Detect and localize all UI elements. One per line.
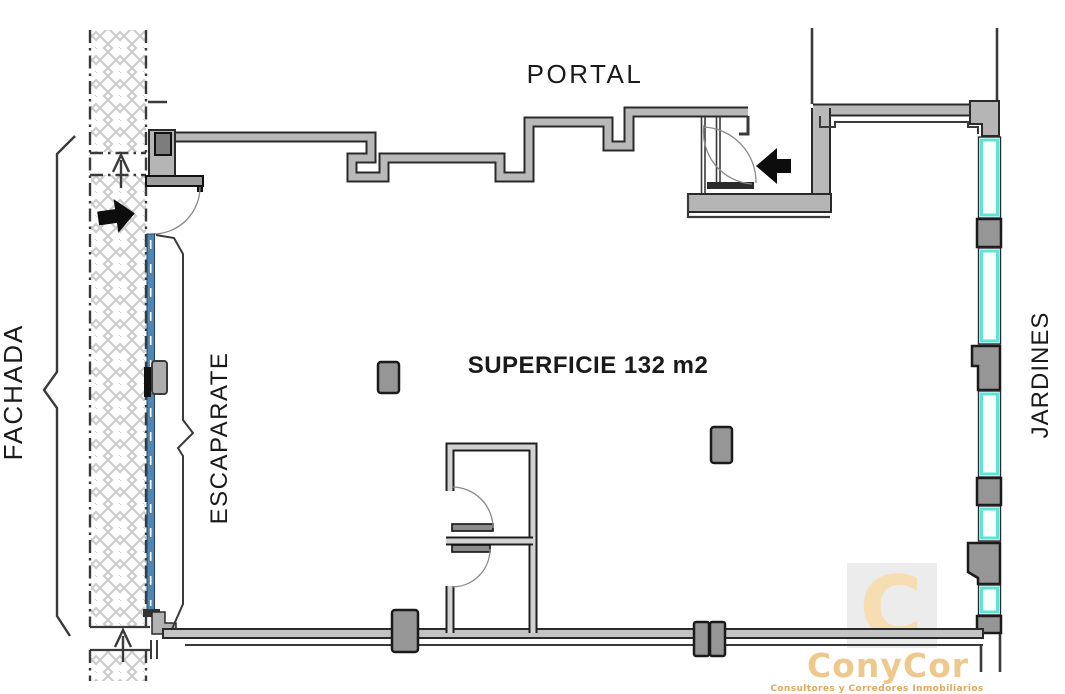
window-pillar-1: [975, 217, 1003, 249]
portal-door: [700, 117, 791, 197]
portal-door-arc-1: [702, 126, 757, 184]
fachada-bracket: [42, 135, 76, 637]
logo-initial: C: [859, 558, 922, 658]
jardines-window-wall: [966, 100, 1003, 672]
room-door-arc-1: [451, 486, 494, 529]
lobby-lower-wall: [687, 193, 832, 213]
window-wall-top-block: [969, 100, 1000, 137]
portal-wall-hook: [739, 116, 750, 136]
window-pillar-2: [970, 344, 1002, 392]
portal-door-arc-2: [702, 124, 753, 185]
label-superficie: SUPERFICIE 132 m2: [468, 352, 709, 379]
entrance-jamb-block: [154, 132, 172, 156]
facade-hatch-wall: [88, 30, 150, 681]
room-door-leaf-2: [451, 544, 491, 553]
portal-arrow-icon: [756, 148, 791, 184]
window-1: [977, 136, 1002, 219]
bottom-pillar-double-b: [708, 620, 727, 658]
escaparate-glass: [143, 233, 195, 635]
room-door-leaf-1: [451, 523, 494, 532]
entrance-door-arc: [152, 186, 201, 235]
escaparate-inner-line: [155, 234, 195, 630]
up-arrow-bottom-icon: [113, 627, 133, 662]
hatch-gap-top: [90, 152, 147, 175]
portal-lobby-wall: [686, 103, 997, 219]
logo-watermark: C: [847, 558, 937, 658]
entrance-door: [145, 100, 204, 235]
free-pillar-right: [709, 425, 734, 465]
label-escaparate: ESCAPARATE: [206, 352, 233, 525]
interior-room: [445, 442, 538, 633]
entrance-arrow-icon: [97, 199, 135, 233]
hatch-area-lower: [91, 650, 146, 681]
label-jardines: JARDINES: [1027, 312, 1054, 439]
escaparate-mullion-bar: [144, 367, 151, 397]
window-5: [977, 584, 1002, 616]
free-pillar-left: [376, 360, 401, 395]
logo-tagline: Consultores y Corredores Inmobiliarios: [770, 684, 983, 694]
window-2: [977, 247, 1002, 345]
room-door-arc-2: [451, 548, 491, 588]
entrance-lintel: [145, 175, 204, 187]
window-pillar-3: [975, 476, 1003, 507]
bottom-pillar-double-a: [692, 620, 711, 658]
up-arrow-top-icon: [111, 152, 131, 188]
label-fachada: FACHADA: [0, 324, 28, 461]
logo-name: ConyCor: [807, 646, 969, 685]
bottom-pillar-single: [390, 608, 420, 654]
bottom-wall: [150, 608, 984, 659]
window-pillar-4: [966, 541, 1002, 586]
escaparate-mullion-box: [151, 360, 168, 395]
hatch-area-upper: [91, 30, 146, 627]
top-wall: [170, 106, 750, 183]
label-portal: PORTAL: [527, 59, 644, 89]
portal-door-leaf: [707, 182, 754, 189]
bottom-wall-band: [162, 628, 984, 639]
window-3: [977, 390, 1002, 478]
logo: ConyCor Consultores y Corredores Inmobil…: [770, 646, 983, 694]
lobby-inner-line: [819, 116, 979, 134]
window-4: [977, 505, 1002, 542]
